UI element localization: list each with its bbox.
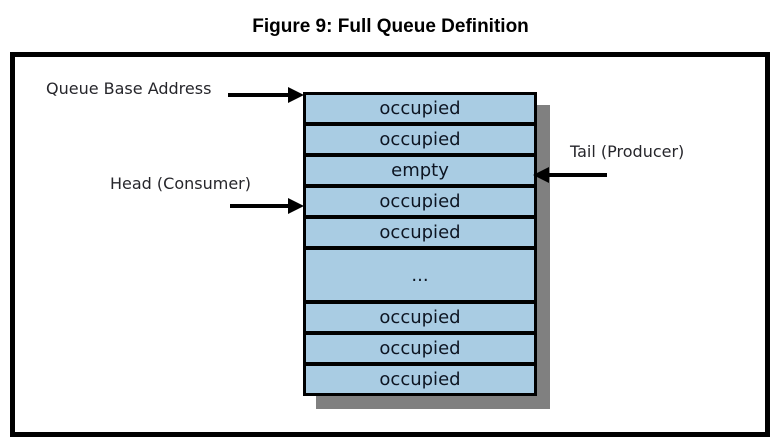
tail-producer-arrow-line — [549, 173, 607, 177]
queue-cell: ... — [306, 250, 534, 304]
figure-title: Figure 9: Full Queue Definition — [252, 16, 529, 37]
queue-cell: occupied — [306, 126, 534, 157]
head-consumer-label: Head (Consumer) — [110, 174, 251, 193]
head-consumer-arrow-line — [230, 204, 288, 208]
queue-cell: occupied — [306, 219, 534, 250]
queue-cell: empty — [306, 157, 534, 188]
queue-base-address-arrow-icon — [288, 87, 304, 103]
queue-cell: occupied — [306, 366, 534, 393]
queue-cell: occupied — [306, 95, 534, 126]
queue-cell: occupied — [306, 304, 534, 335]
queue-cell: occupied — [306, 188, 534, 219]
queue-base-address-label: Queue Base Address — [46, 79, 212, 98]
tail-producer-label: Tail (Producer) — [570, 142, 685, 161]
queue-base-address-arrow-line — [228, 93, 290, 97]
queue-cell: occupied — [306, 335, 534, 366]
head-consumer-arrow-icon — [288, 198, 304, 214]
tail-producer-arrow-icon — [533, 167, 549, 183]
